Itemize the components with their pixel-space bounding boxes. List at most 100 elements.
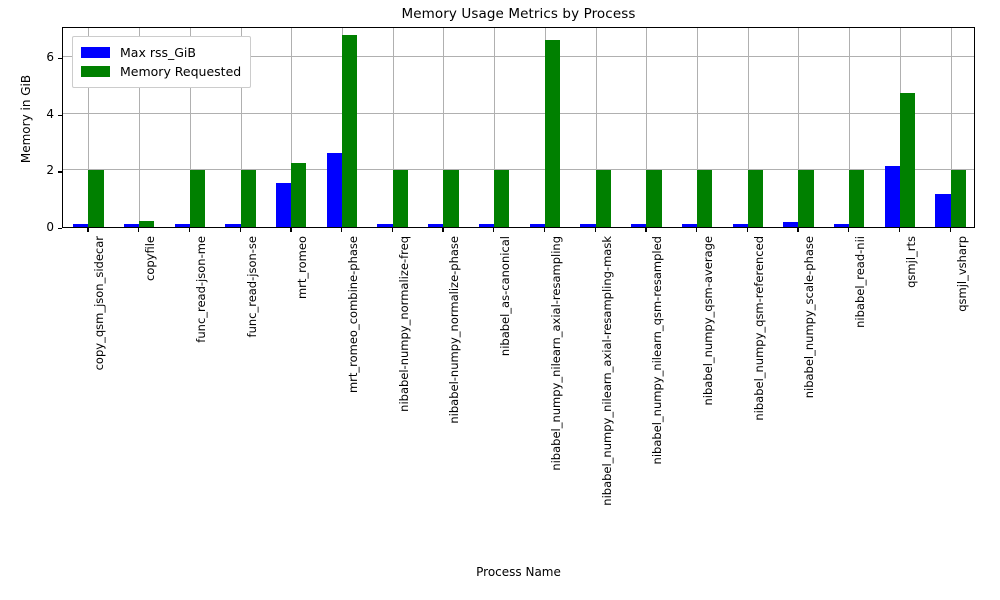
y-tick-label: 4 — [46, 106, 54, 121]
gridline-vertical — [595, 28, 597, 227]
bar — [595, 170, 611, 227]
x-tick-label: nibabel_as-canonical — [498, 236, 513, 357]
bar — [783, 221, 799, 227]
x-tick-label: nibabel-numpy_normalize-freq — [396, 236, 411, 412]
x-axis-label: Process Name — [476, 565, 561, 579]
x-tick-mark — [340, 228, 343, 232]
bar — [580, 223, 596, 227]
y-tick-label: 2 — [46, 163, 54, 178]
bar — [646, 170, 662, 227]
legend-label: Max rss_GiB — [120, 45, 196, 60]
x-tick-mark — [543, 228, 546, 232]
bar — [544, 40, 561, 227]
x-tick-label: copy_qsm_json_sidecar — [92, 236, 107, 371]
gridline-horizontal — [63, 56, 974, 58]
x-tick-label: qsmjl_vsharp — [954, 236, 969, 312]
bar — [392, 170, 408, 227]
gridline-vertical — [443, 28, 445, 227]
bar — [291, 162, 307, 227]
gridline-vertical — [950, 28, 952, 227]
x-tick-mark — [949, 228, 951, 232]
x-tick-mark — [797, 228, 799, 232]
bar — [478, 223, 495, 227]
x-tick-label: nibabel_numpy_nilearn_axial-resampling — [548, 236, 563, 471]
x-tick-label: nibabel_numpy_nilearn_qsm-resampled — [650, 236, 665, 465]
bar — [225, 223, 241, 227]
x-tick-label: nibabel_numpy_scale-phase — [802, 236, 817, 399]
x-tick-mark — [746, 228, 749, 232]
gridline-vertical — [646, 28, 648, 227]
x-tick-mark — [442, 228, 444, 232]
bar — [123, 223, 140, 227]
y-tick-mark — [58, 171, 62, 173]
legend-item: Memory Requested — [81, 62, 241, 81]
x-tick-mark — [188, 228, 191, 232]
x-tick-label: nibabel_numpy_nilearn_axial-resampling-m… — [599, 236, 614, 506]
gridline-vertical — [798, 28, 800, 227]
gridline-horizontal — [63, 169, 974, 171]
bar — [73, 223, 89, 227]
x-tick-mark — [594, 228, 596, 232]
bar — [377, 223, 393, 227]
x-tick-label: nibabel_numpy_qsm-average — [701, 236, 716, 406]
x-tick-mark — [290, 228, 292, 232]
bar — [139, 221, 155, 227]
gridline-vertical — [240, 28, 242, 227]
x-tick-label: func_read-json-se — [244, 236, 259, 338]
x-tick-mark — [239, 228, 241, 232]
legend-swatch — [81, 66, 110, 77]
x-tick-label: mrt_romeo_combine-phase — [345, 236, 360, 394]
x-tick-label: nibabel_read-nii — [853, 236, 868, 328]
legend-swatch — [81, 47, 110, 58]
bar — [428, 223, 444, 227]
bar — [276, 182, 292, 227]
x-tick-mark — [898, 228, 901, 232]
bar — [747, 170, 763, 227]
bar — [798, 170, 814, 227]
x-tick-mark — [848, 228, 850, 232]
bar — [631, 223, 647, 227]
gridline-vertical — [88, 28, 90, 227]
bar — [849, 170, 865, 227]
bar — [732, 223, 748, 227]
x-tick-label: func_read-json-me — [193, 236, 208, 343]
bar — [950, 170, 966, 227]
y-tick-label: 0 — [46, 220, 54, 234]
gridline-vertical — [849, 28, 851, 227]
gridline-vertical — [697, 28, 699, 227]
gridline-horizontal — [63, 112, 974, 114]
x-tick-mark — [645, 228, 647, 232]
bar — [240, 170, 256, 227]
bar — [174, 223, 190, 227]
bar — [189, 170, 205, 227]
x-tick-mark — [493, 228, 495, 232]
gridline-vertical — [392, 28, 394, 227]
gridline-vertical — [747, 28, 749, 227]
gridline-vertical — [291, 28, 293, 227]
x-tick-mark — [138, 228, 140, 232]
x-tick-mark — [391, 228, 393, 232]
x-tick-mark — [696, 228, 698, 232]
bar — [341, 34, 358, 227]
bar — [935, 193, 951, 227]
bar — [884, 166, 900, 227]
y-tick-mark — [58, 228, 62, 230]
gridline-vertical — [494, 28, 496, 227]
gridline-vertical — [139, 28, 141, 227]
x-tick-label: nibabel_numpy_qsm-referenced — [751, 236, 766, 421]
legend-item: Max rss_GiB — [81, 43, 241, 62]
y-tick-mark — [58, 114, 62, 117]
chart-legend: Max rss_GiB Memory Requested — [72, 36, 252, 88]
x-tick-label: qsmjl_rts — [903, 236, 918, 288]
bar — [899, 93, 916, 227]
bar — [494, 170, 510, 227]
gridline-vertical — [189, 28, 191, 227]
chart-title: Memory Usage Metrics by Process — [401, 6, 636, 22]
y-tick-mark — [58, 58, 62, 60]
legend-label: Memory Requested — [120, 64, 242, 79]
bar — [681, 223, 697, 227]
x-tick-label: nibabel-numpy_normalize-phase — [447, 236, 462, 424]
bar — [326, 152, 342, 227]
x-tick-mark — [87, 228, 89, 232]
